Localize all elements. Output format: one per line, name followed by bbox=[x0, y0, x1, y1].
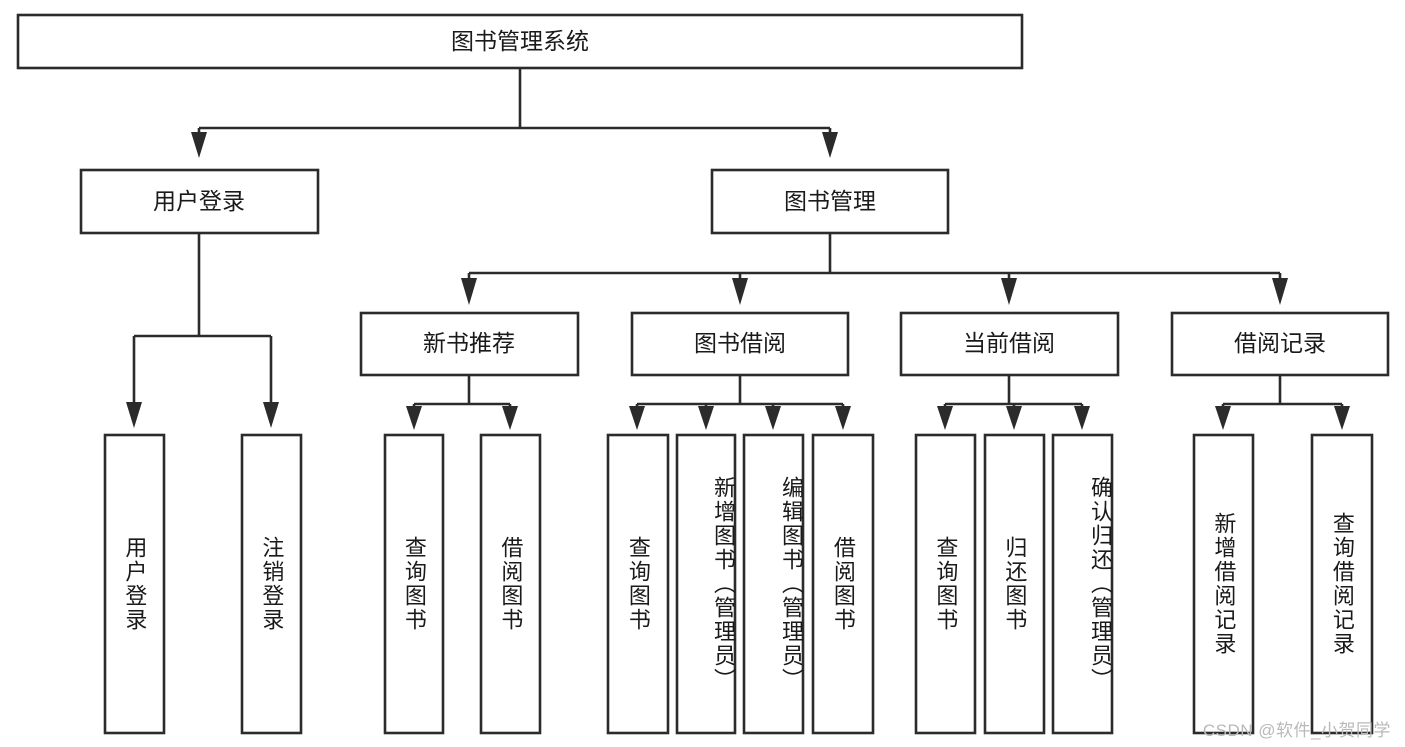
node-new-book-recommend[interactable]: 新书推荐 bbox=[359, 311, 580, 377]
arrow-head-user-login bbox=[191, 132, 207, 158]
node-book-borrow[interactable]: 图书借阅 bbox=[630, 311, 850, 377]
csdn-watermark: CSDN @软件_小贺同学 bbox=[1202, 721, 1391, 740]
leaf-box-logout[interactable] bbox=[240, 433, 303, 735]
leaf-box-borrow-book-1[interactable] bbox=[479, 433, 542, 735]
leaf-box-query-book-3[interactable] bbox=[914, 433, 977, 735]
connector-group-borrow-record bbox=[1215, 375, 1350, 430]
connector-group-new-book-recommend bbox=[406, 375, 518, 430]
arrow-head-leaf-query-book-3 bbox=[937, 406, 953, 430]
leaf-box-borrow-book-2[interactable] bbox=[811, 433, 875, 735]
arrow-head-leaf-borrow-book-2 bbox=[835, 406, 851, 430]
leaf-box-query-book-2[interactable] bbox=[606, 433, 670, 735]
arrow-head-leaf-user-login bbox=[126, 402, 142, 428]
node-user-login-box[interactable] bbox=[79, 168, 320, 235]
node-root-box[interactable] bbox=[16, 13, 1024, 70]
node-new-book-recommend-box[interactable] bbox=[359, 311, 580, 377]
node-current-borrow[interactable]: 当前借阅 bbox=[899, 311, 1120, 377]
node-current-borrow-box[interactable] bbox=[899, 311, 1120, 377]
node-book-management-box[interactable] bbox=[710, 168, 950, 235]
arrow-head-current-borrow bbox=[1001, 278, 1017, 305]
arrow-head-leaf-logout bbox=[263, 402, 279, 428]
arrow-head-leaf-edit-book bbox=[765, 406, 781, 430]
node-book-management[interactable]: 图书管理 bbox=[710, 168, 950, 235]
node-user-login-label: 用户登录 bbox=[153, 188, 245, 214]
leaf-box-edit-book[interactable] bbox=[742, 433, 805, 735]
node-book-borrow-box[interactable] bbox=[630, 311, 850, 377]
connector-group-root bbox=[191, 68, 838, 158]
node-borrow-record-box[interactable] bbox=[1170, 311, 1390, 377]
arrow-head-leaf-return-book bbox=[1006, 406, 1022, 430]
node-borrow-record-label: 借阅记录 bbox=[1234, 330, 1326, 356]
connector-group-book-borrow bbox=[629, 375, 851, 430]
arrow-head-leaf-add-book bbox=[698, 406, 714, 430]
arrow-head-leaf-confirm-return bbox=[1074, 406, 1090, 430]
node-book-management-label: 图书管理 bbox=[784, 188, 876, 214]
arrow-head-leaf-query-book-2 bbox=[629, 406, 645, 430]
node-root-label: 图书管理系统 bbox=[451, 28, 589, 54]
arrow-head-leaf-add-record bbox=[1215, 406, 1231, 430]
node-book-borrow-label: 图书借阅 bbox=[694, 330, 786, 356]
arrow-head-borrow-record bbox=[1272, 278, 1288, 305]
leaf-box-user-login[interactable] bbox=[103, 433, 166, 735]
leaf-box-query-book-1[interactable] bbox=[383, 433, 445, 735]
node-current-borrow-label: 当前借阅 bbox=[963, 330, 1055, 356]
node-new-book-recommend-label: 新书推荐 bbox=[423, 330, 515, 356]
leaf-box-add-book[interactable] bbox=[675, 433, 737, 735]
arrow-head-leaf-query-record bbox=[1334, 406, 1350, 430]
leaf-box-return-book[interactable] bbox=[983, 433, 1046, 735]
connector-group-user-login bbox=[126, 233, 279, 428]
arrow-head-book-borrow bbox=[732, 278, 748, 305]
leaf-box-confirm-return[interactable] bbox=[1051, 433, 1114, 735]
leaf-boxes-group bbox=[103, 433, 1374, 735]
node-borrow-record[interactable]: 借阅记录 bbox=[1170, 311, 1390, 377]
arrow-head-book-management bbox=[822, 132, 838, 158]
node-user-login[interactable]: 用户登录 bbox=[79, 168, 320, 235]
arrow-head-leaf-borrow-book-1 bbox=[502, 406, 518, 430]
node-root[interactable]: 图书管理系统 bbox=[16, 13, 1024, 70]
leaf-box-add-record[interactable] bbox=[1192, 433, 1255, 735]
arrow-head-new-book-recommend bbox=[461, 278, 477, 305]
connector-group-current-borrow bbox=[937, 375, 1090, 430]
leaf-box-query-record[interactable] bbox=[1310, 433, 1374, 735]
arrow-head-leaf-query-book-1 bbox=[406, 406, 422, 430]
connector-group-book-management bbox=[461, 233, 1288, 305]
